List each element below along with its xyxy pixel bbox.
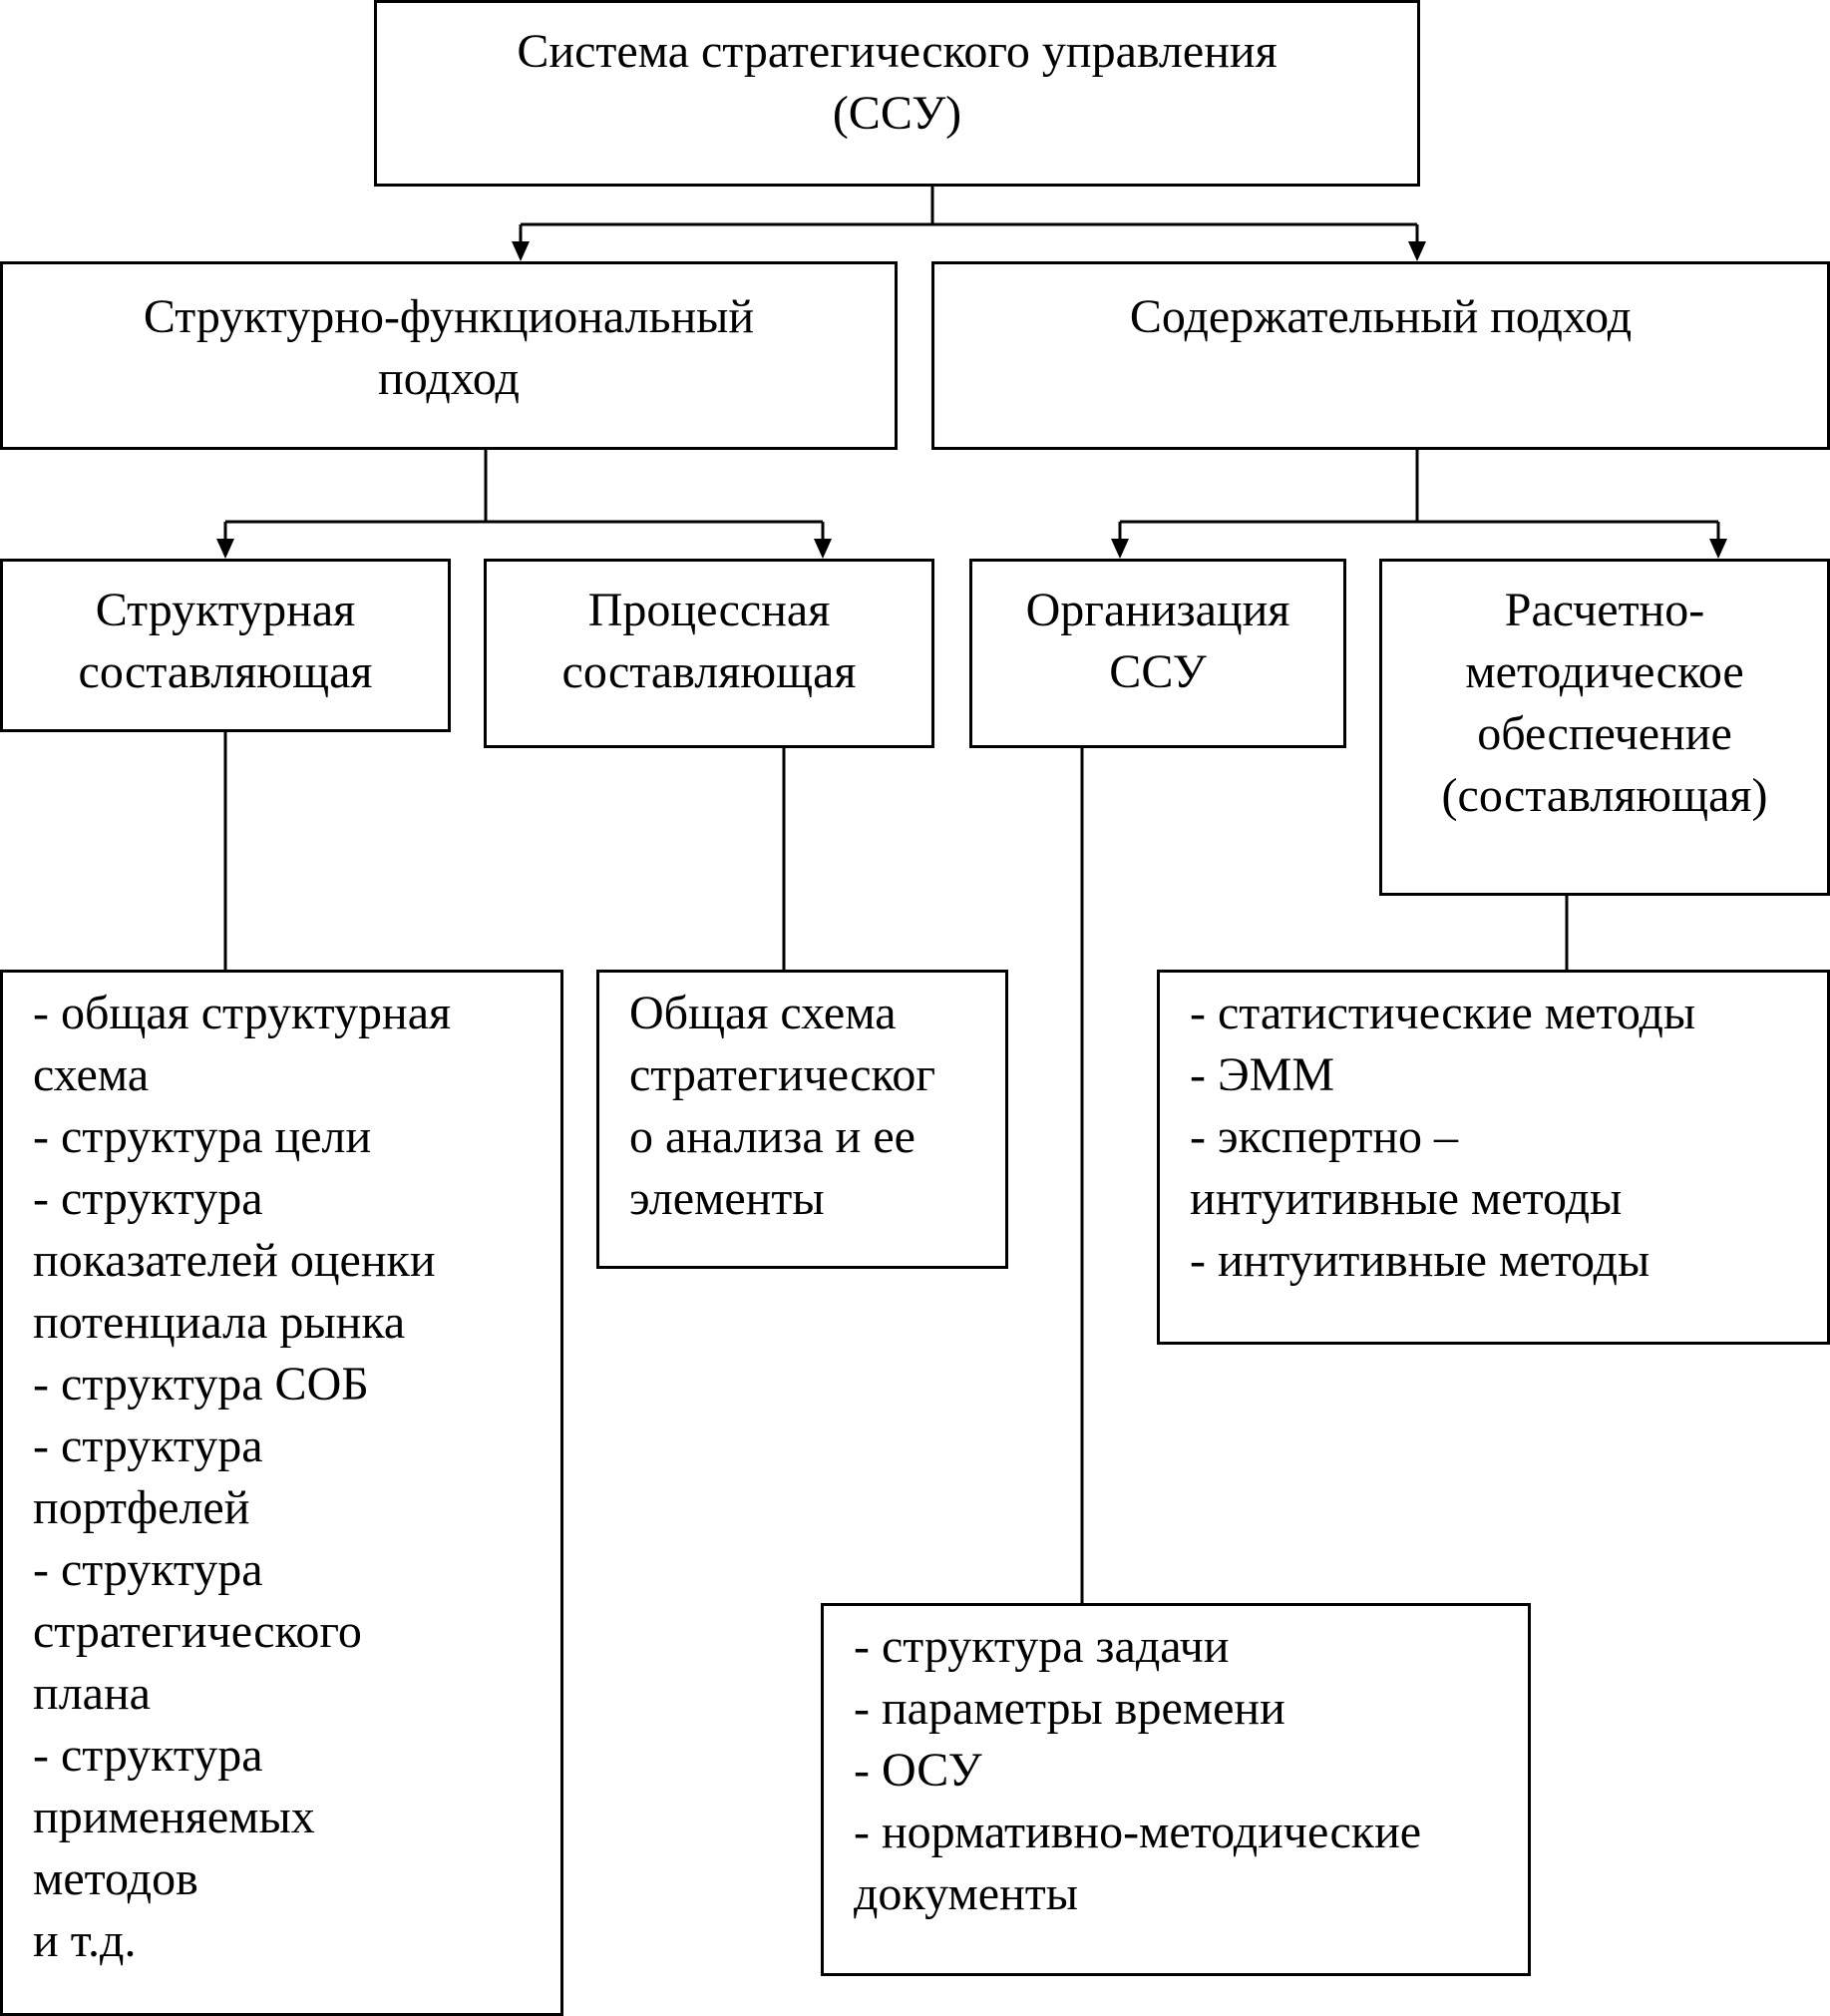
node-text-line: - общая структурная (33, 987, 452, 1039)
node-text-line: - экспертно – (1190, 1110, 1459, 1163)
node-text-line: элементы (629, 1172, 825, 1225)
node-text-line: - ОСУ (854, 1744, 982, 1797)
content-approach-box: Содержательный подход (931, 261, 1830, 450)
structural-functional-approach-box: Структурно-функциональный подход (0, 261, 898, 450)
calc-method-support-box: Расчетно-методическое обеспечение (составл… (1379, 559, 1830, 896)
arrow-head (1408, 241, 1426, 261)
node-text-line: - параметры времени (854, 1682, 1285, 1735)
node-text-line: показателей оценки (33, 1234, 436, 1287)
node-text-line: Процессная (587, 584, 831, 636)
node-text-line: стратегическог (629, 1048, 936, 1101)
node-text-line: ССУ (1109, 645, 1207, 698)
node-text-line: (ССУ) (832, 87, 962, 140)
methods-list-box: - статистические методы - ЭММ - экспертно … (1157, 970, 1830, 1345)
arrow-head (1709, 539, 1727, 559)
node-text-line: стратегического (33, 1605, 362, 1658)
node-text-line: - структура (33, 1729, 263, 1782)
node-text-line: составляющая (561, 645, 857, 698)
arrow-head (814, 539, 832, 559)
organization-list-box: - структура задачи - параметры времени - О… (821, 1603, 1531, 1976)
node-text-line: документы (854, 1867, 1079, 1920)
node-text-line: Система стратегического управления (517, 25, 1278, 78)
node-text-line: методов (33, 1852, 198, 1905)
node-text-line: Содержательный подход (1129, 290, 1633, 343)
node-text-line: и т.д. (33, 1914, 137, 1967)
node-text-line: схема (33, 1048, 150, 1101)
node-text-line: Общая схема (629, 987, 897, 1039)
arrow-head (216, 539, 234, 559)
structural-list-box: - общая структурная схема - структура цели… (0, 970, 563, 2016)
node-text-line: портфелей (33, 1481, 250, 1534)
node-text-line: - статистические методы (1190, 987, 1696, 1039)
node-text-line: о анализа и ее (629, 1110, 915, 1163)
node-text-line: - структура СОБ (33, 1358, 369, 1411)
node-text-line: обеспечение (1477, 707, 1732, 760)
node-text-line: - интуитивные методы (1190, 1234, 1650, 1287)
node-text-line: Расчетно- (1504, 584, 1705, 636)
node-text-line: интуитивные методы (1190, 1172, 1623, 1225)
root-node-box: Система стратегического управления (ССУ) (374, 0, 1420, 187)
node-text-line: Структурно-функциональный (143, 290, 755, 343)
node-text-line: плана (33, 1667, 151, 1720)
node-text-line: подход (378, 352, 520, 405)
node-text-line: методическое (1465, 645, 1744, 698)
node-text-line: - структура цели (33, 1110, 372, 1163)
arrow-head (512, 241, 530, 261)
node-text-line: потенциала рынка (33, 1296, 406, 1349)
node-text-line: (составляющая) (1441, 769, 1768, 822)
node-text-line: - ЭММ (1190, 1048, 1335, 1101)
node-text-line: - структура (33, 1172, 263, 1225)
node-text-line: - нормативно-методические (854, 1806, 1422, 1858)
node-text-line: - структура (33, 1543, 263, 1596)
node-text-line: Структурная (95, 584, 356, 636)
node-text-line: - структура задачи (854, 1620, 1230, 1673)
structural-component-box: Структурная составляющая (0, 559, 451, 732)
node-text-line: составляющая (78, 645, 373, 698)
node-text-line: применяемых (33, 1791, 315, 1843)
node-text-line: - структура (33, 1419, 263, 1472)
arrow-head (1111, 539, 1129, 559)
process-list-box: Общая схема стратегическог о анализа и ее э… (596, 970, 1008, 1269)
process-component-box: Процессная составляющая (484, 559, 934, 748)
node-text-line: Организация (1025, 584, 1290, 636)
